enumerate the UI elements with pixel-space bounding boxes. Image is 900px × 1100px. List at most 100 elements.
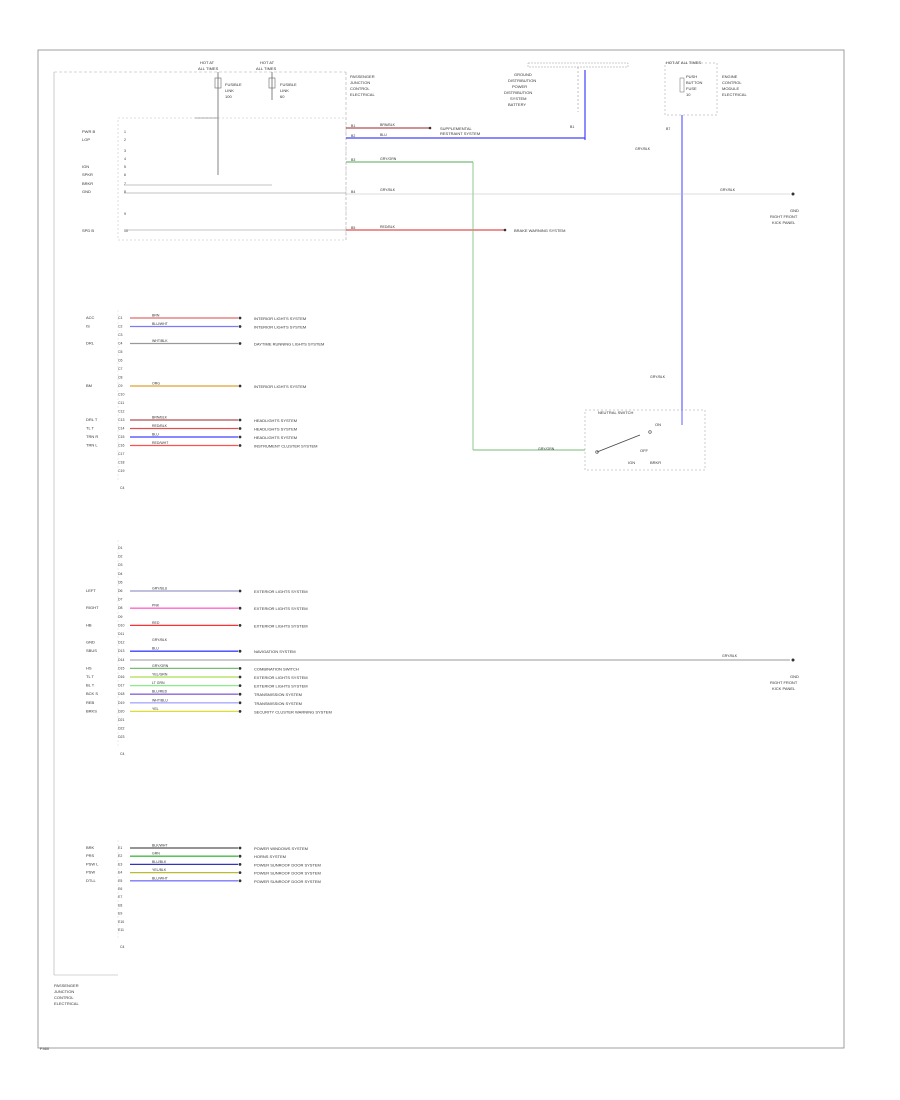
pin-name: HB	[86, 622, 92, 627]
wire-color: YEL/BLK	[152, 868, 167, 872]
svg-text:PUSH: PUSH	[686, 74, 697, 79]
pin-number: C6	[118, 359, 123, 363]
pin-number: C13	[118, 418, 124, 422]
pin-name: DRL	[86, 341, 95, 346]
pin-number: D13	[118, 649, 124, 653]
blu-feed-label-top: GRY/BLK	[635, 147, 651, 151]
wire-end	[238, 606, 242, 610]
wire-dest: HEADLIGHTS SYSTEM	[254, 427, 297, 432]
pin-number: D20	[118, 709, 124, 713]
ground-mid-right: GRY/BLK GND RIGHT FRONT KICK PANEL	[130, 654, 799, 691]
svg-text:GRY/GRN: GRY/GRN	[538, 447, 555, 451]
wire-end	[238, 342, 242, 345]
pin-number: D18	[118, 692, 124, 696]
wire-end	[238, 427, 242, 430]
pin-number: C2	[118, 325, 123, 329]
wire-arrow	[503, 228, 507, 232]
pin-number: C8	[118, 376, 123, 380]
pin-number: D3	[118, 563, 123, 567]
svg-text:CONTROL: CONTROL	[54, 995, 74, 1000]
pin-number: C1	[118, 316, 123, 320]
pin-number: D7	[118, 598, 123, 602]
fuse-1-label-3: 100	[225, 94, 232, 99]
wire-dest: POWER SUNROOF DOOR SYSTEM	[254, 879, 321, 884]
wire-color: BLK/WHT	[152, 844, 168, 848]
wire-dest: EXTERIOR LIGHTS SYSTEM	[254, 589, 308, 594]
top-wire-color: GRY/GRN	[380, 157, 397, 161]
fuse-2: HOT AT ALL TIMES FUSIBLE LINK 60	[256, 60, 297, 100]
svg-text:DISTRIBUTION: DISTRIBUTION	[504, 90, 532, 95]
ground-distribution-block: GROUND DISTRIBUTION POWER DISTRIBUTION S…	[504, 62, 629, 140]
wire-end	[238, 325, 242, 328]
wire-end	[238, 435, 242, 439]
pin-number: C9	[118, 384, 123, 388]
wire-end	[238, 418, 242, 422]
blu-feed-label-bottom: GRY/BLK	[650, 375, 666, 379]
pin-number: D9	[118, 615, 123, 619]
wire-end	[238, 692, 242, 696]
wire-end	[238, 444, 242, 447]
top-pin-number: 2	[124, 138, 126, 142]
pin-number: C14	[118, 427, 124, 431]
pin-number: C19	[118, 469, 124, 473]
pin-name: TRN L	[86, 443, 98, 448]
fuse-1-header-2: ALL TIMES	[198, 66, 219, 71]
wire-dest: HORNS SYSTEM	[254, 854, 286, 859]
pin-number: C10	[118, 393, 124, 397]
top-connector-box	[117, 117, 347, 241]
pin-number: E2	[118, 854, 122, 858]
wire-end	[238, 846, 242, 850]
fuse-2-header-2: ALL TIMES	[256, 66, 277, 71]
top-pin-number: 6	[124, 173, 126, 177]
fuse-2-label-1: FUSIBLE	[280, 82, 297, 87]
pin-name: BM	[86, 383, 92, 388]
wire-dest: TRANSMISSION SYSTEM	[254, 701, 302, 706]
top-pin-number: 9	[124, 212, 126, 216]
pin-number: D23	[118, 735, 124, 739]
svg-text:GND: GND	[790, 208, 799, 213]
svg-text:HOT AT ALL TIMES: HOT AT ALL TIMES	[666, 60, 701, 65]
footer-code: F460	[40, 1046, 50, 1051]
top-pin-number: 5	[124, 165, 126, 169]
wire-end	[238, 624, 242, 627]
wire-color: RED/WHT	[152, 441, 169, 445]
pin-number: C4	[118, 342, 123, 346]
wire-dest: EXTERIOR LIGHTS SYSTEM	[254, 675, 308, 680]
pin-number: E4	[118, 871, 122, 875]
svg-text:10: 10	[686, 92, 691, 97]
pin-number: E3	[118, 862, 122, 866]
top-wire-pin: B2	[351, 134, 355, 138]
svg-text:SYSTEM: SYSTEM	[510, 96, 526, 101]
pin-number: C18	[118, 461, 124, 465]
svg-text:POWER: POWER	[512, 84, 527, 89]
wire-dest: POWER SUNROOF DOOR SYSTEM	[254, 871, 321, 876]
neutral-switch: NEUTRAL SWITCH ON OFF IGN BRKR GRY/GRN	[538, 409, 706, 471]
wire-color: BLU	[152, 433, 159, 437]
wire-color: GRY/BLK	[152, 638, 168, 642]
wire-dest: TRANSMISSION SYSTEM	[254, 692, 302, 697]
wire-end	[238, 863, 242, 866]
pin-number: E9	[118, 912, 122, 916]
pin-number: C3	[118, 333, 123, 337]
pin-number: D1	[118, 546, 123, 550]
pin-number: D14	[118, 658, 124, 662]
pin-number: C7	[118, 367, 123, 371]
wire-color: GRY/GRN	[152, 664, 169, 668]
svg-text:KICK PANEL: KICK PANEL	[772, 220, 796, 225]
wire-dest: INSTRUMENT CLUSTER SYSTEM	[254, 444, 318, 449]
wire-color: BLU/RED	[152, 690, 168, 694]
pin-number: D8	[118, 606, 123, 610]
top-pin-number: 8	[124, 190, 126, 194]
svg-text:OFF: OFF	[640, 448, 649, 453]
wire-color: WHT/BLK	[152, 339, 168, 343]
pin-name: PSW L	[86, 861, 99, 866]
pin-name: RIGHT	[86, 605, 99, 610]
pin-number: E5	[118, 879, 122, 883]
svg-text:B1: B1	[570, 125, 574, 129]
bottom-module-label: PASSENGER JUNCTION CONTROL ELECTRICAL	[54, 983, 79, 1006]
